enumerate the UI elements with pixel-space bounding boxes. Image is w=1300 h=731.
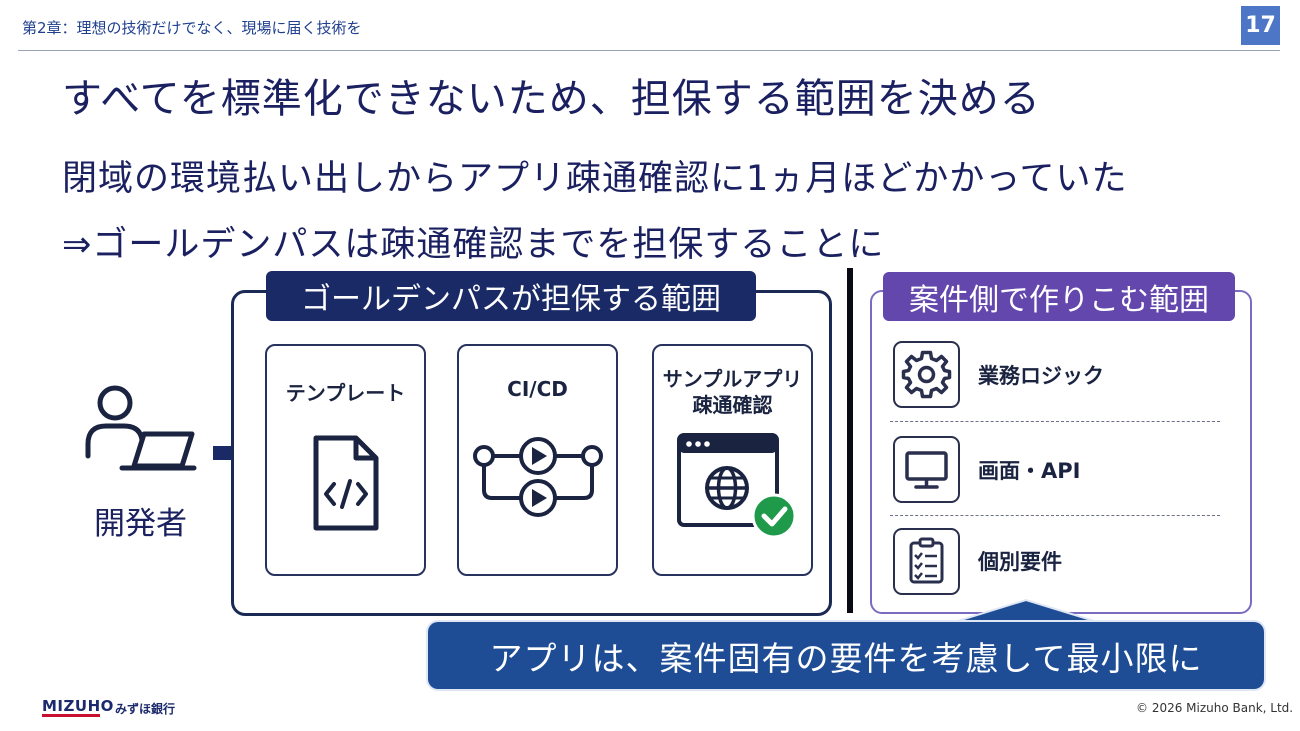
dashed-divider: [890, 421, 1220, 422]
section-divider: [847, 268, 853, 613]
browser-globe-check-icon: [677, 433, 797, 539]
copyright: © 2026 Mizuho Bank, Ltd.: [1136, 701, 1294, 715]
golden-path-header: ゴールデンパスが担保する範囲: [266, 271, 756, 321]
dashed-divider: [890, 515, 1220, 516]
cicd-card: CI/CD: [457, 344, 618, 576]
slide-title: すべてを標準化できないため、担保する範囲を決める: [62, 76, 1041, 122]
developer-label: 開発者: [94, 506, 187, 542]
chapter-title: 第2章：理想の技術だけでなく、現場に届く技術を: [22, 19, 362, 37]
sample-app-title-line-1: サンプルアプリ: [662, 367, 803, 391]
checklist-icon: [909, 537, 944, 584]
monitor-icon: [905, 451, 948, 489]
callout-box: アプリは、案件固有の要件を考慮して最小限に: [428, 622, 1264, 689]
cicd-card-title: CI/CD: [507, 377, 568, 401]
project-scope-header: 案件側で作りこむ範囲: [883, 272, 1235, 321]
sample-app-card-title: サンプルアプリ 疎通確認: [654, 366, 811, 418]
page-number: 17: [1241, 6, 1280, 45]
header-divider: [18, 50, 1280, 51]
body-line-2: ⇒ゴールデンパスは疎通確認までを担保することに: [62, 225, 885, 265]
project-item-screen-api: 画面・API: [978, 459, 1081, 483]
project-item-business-logic: 業務ロジック: [978, 364, 1104, 388]
gear-icon: [901, 350, 952, 399]
sample-app-card: サンプルアプリ 疎通確認: [652, 344, 813, 576]
body-line-1: 閉域の環境払い出しからアプリ疎通確認に1ヵ月ほどかかっていた: [62, 159, 1128, 199]
project-item-individual-requirements: 個別要件: [978, 550, 1062, 574]
checklist-icon-box: [893, 528, 960, 595]
code-file-icon: [313, 435, 379, 531]
monitor-icon-box: [893, 436, 960, 503]
template-card-title: テンプレート: [285, 381, 406, 405]
logo-accent-bar: [42, 714, 100, 717]
pipeline-icon: [473, 437, 603, 517]
sample-app-title-line-2: 疎通確認: [692, 393, 773, 417]
logo-mizuho: MIZUHO: [42, 697, 114, 715]
template-card: テンプレート: [265, 344, 426, 576]
logo-mizuho-bank: みずほ銀行: [115, 702, 176, 716]
gear-icon-box: [893, 341, 960, 408]
developer-laptop-icon: [85, 385, 197, 471]
